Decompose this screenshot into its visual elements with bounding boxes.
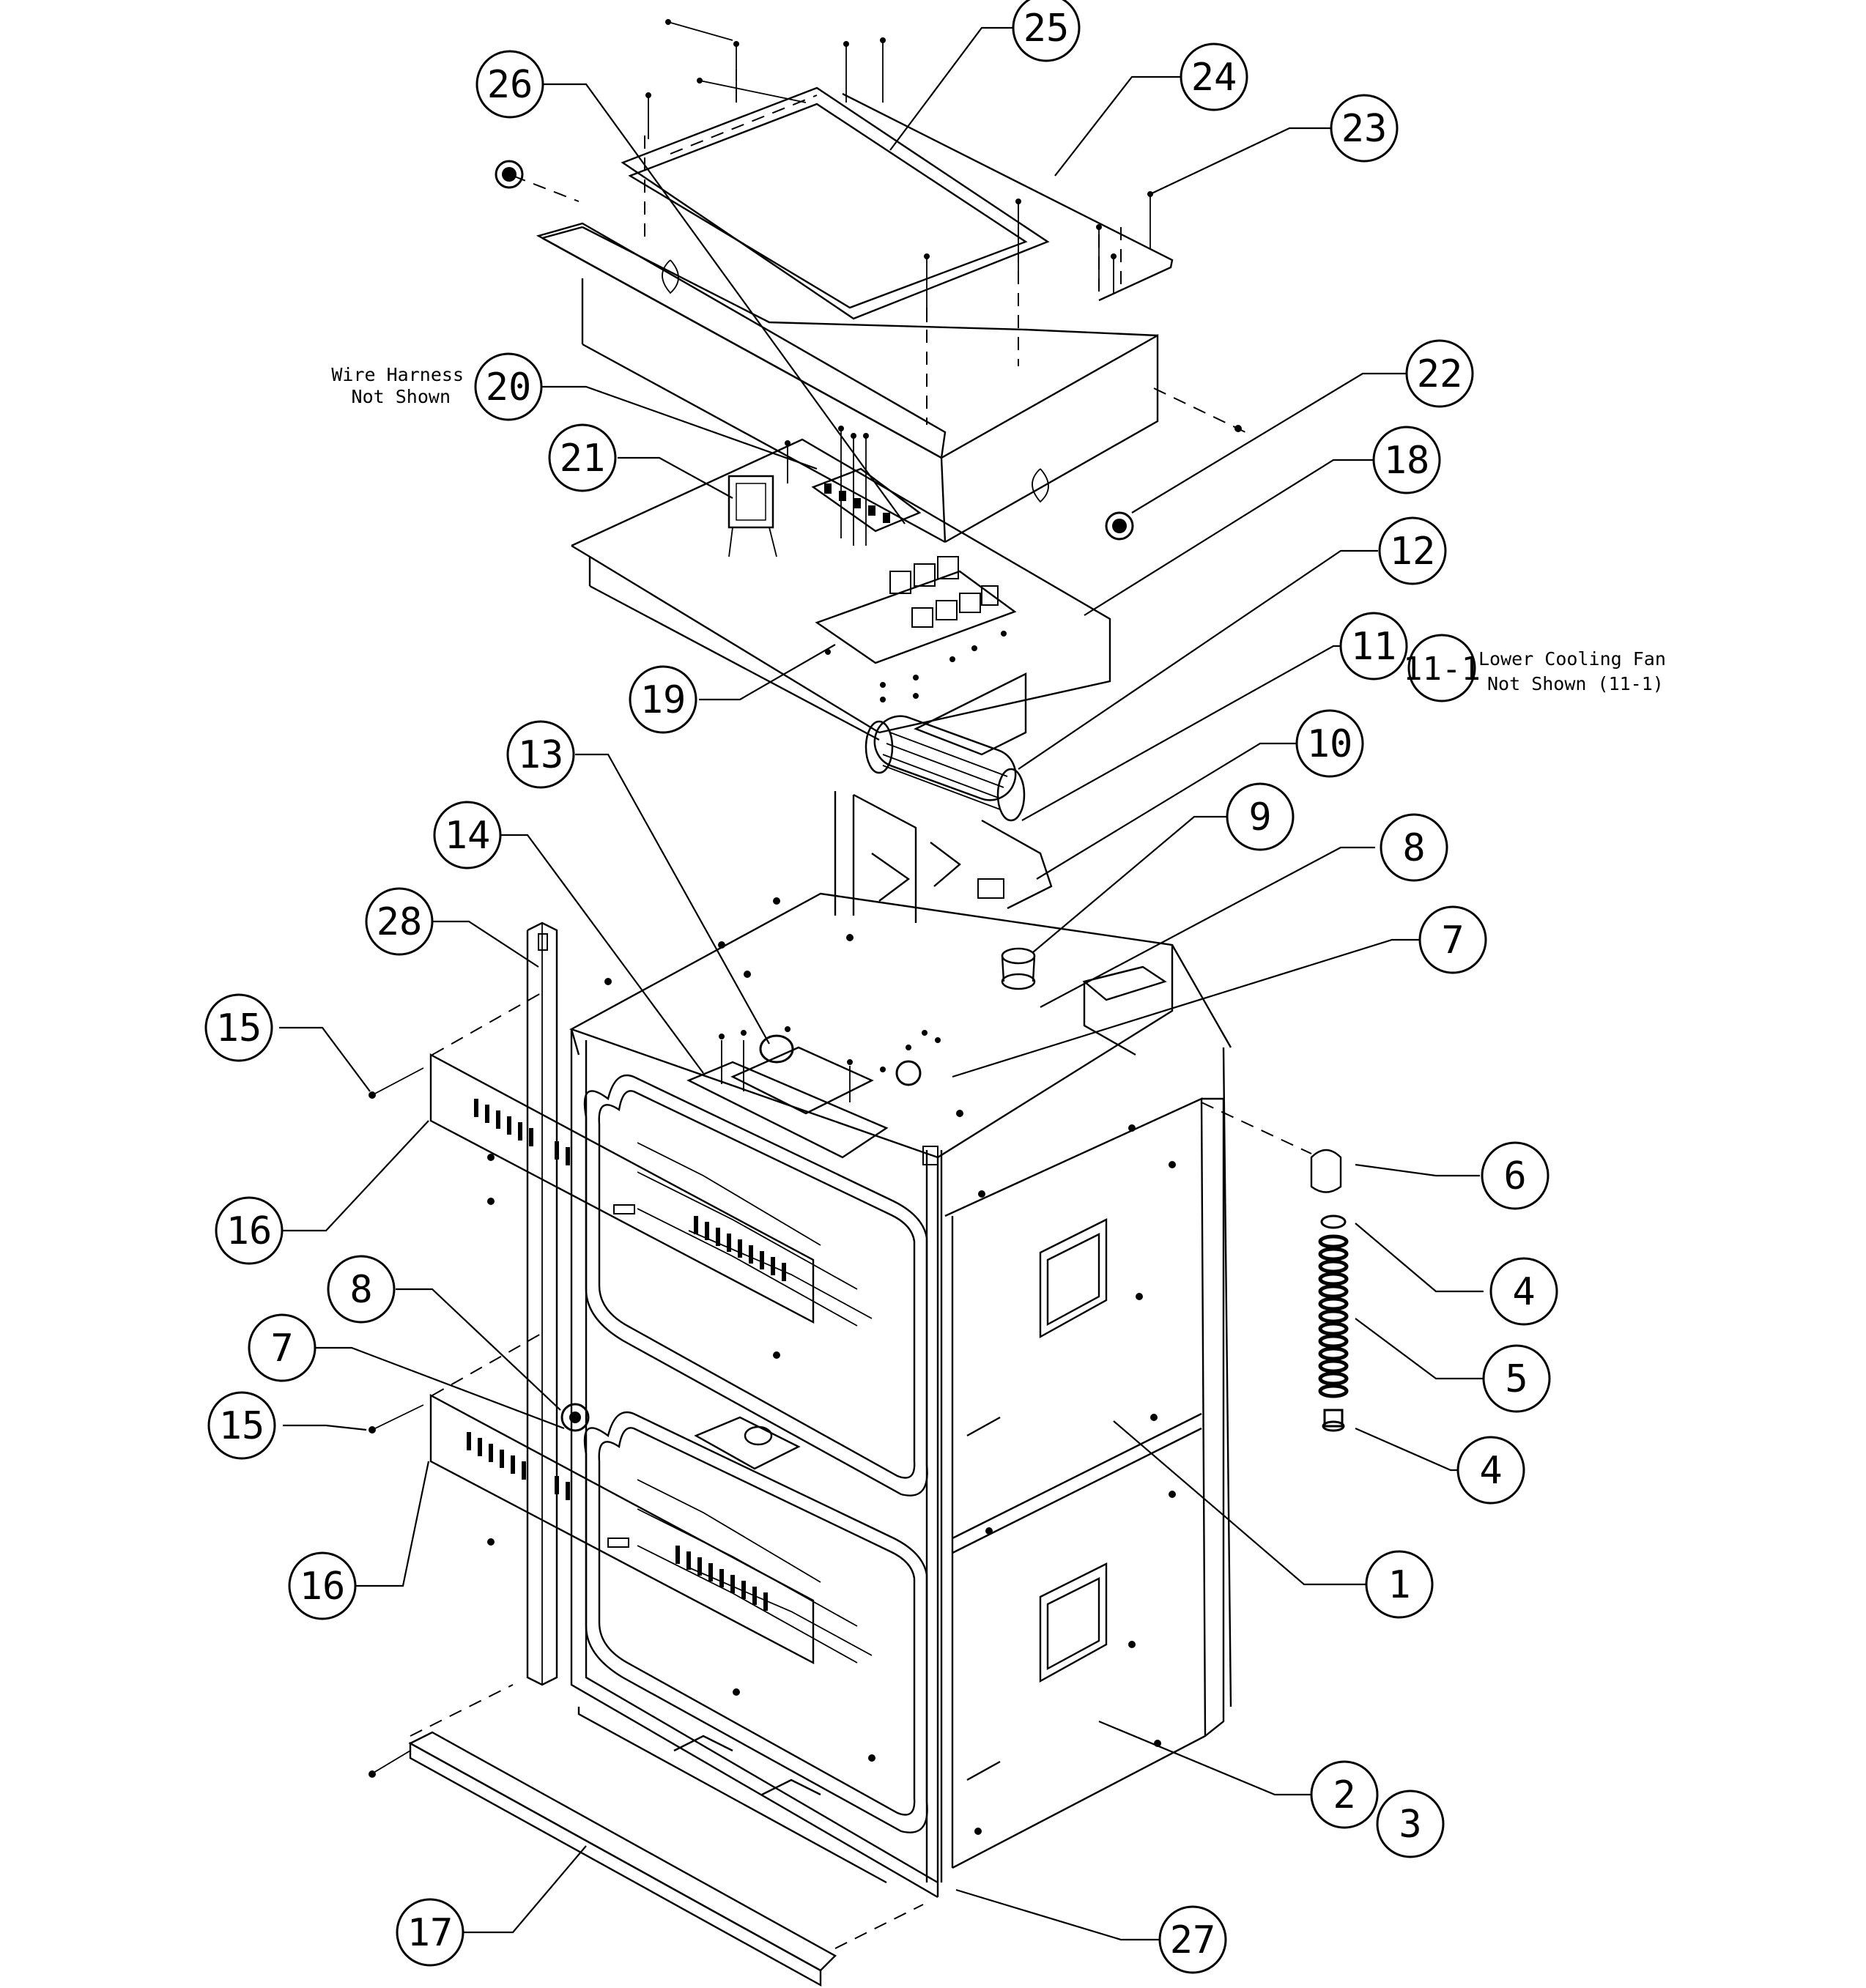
svg-text:8: 8 xyxy=(1402,826,1425,870)
callout-16-upper: 16 xyxy=(215,1196,284,1265)
svg-text:15: 15 xyxy=(219,1404,265,1448)
svg-text:11: 11 xyxy=(1351,625,1397,669)
svg-text:23: 23 xyxy=(1341,107,1388,151)
svg-text:24: 24 xyxy=(1191,56,1237,100)
leader-lines xyxy=(279,26,1491,1941)
svg-text:4: 4 xyxy=(1512,1270,1535,1314)
callout-23: 23 xyxy=(1330,94,1399,163)
svg-text:8: 8 xyxy=(349,1268,372,1312)
callout-5: 5 xyxy=(1482,1344,1551,1413)
svg-text:4: 4 xyxy=(1479,1449,1502,1493)
svg-text:16: 16 xyxy=(226,1209,273,1253)
svg-text:2: 2 xyxy=(1333,1773,1355,1817)
callout-17: 17 xyxy=(396,1898,464,1967)
svg-text:27: 27 xyxy=(1170,1918,1216,1962)
control-tray-assembly xyxy=(571,426,1111,741)
callout-8-lower: 8 xyxy=(327,1255,396,1324)
svg-text:10: 10 xyxy=(1307,722,1353,766)
svg-text:12: 12 xyxy=(1390,530,1436,574)
relay-blocks xyxy=(889,556,999,628)
callout-27: 27 xyxy=(1158,1905,1227,1974)
callout-2: 2 xyxy=(1310,1760,1379,1829)
svg-text:25: 25 xyxy=(1023,7,1070,51)
callout-22: 22 xyxy=(1405,339,1474,408)
svg-text:28: 28 xyxy=(377,900,423,944)
svg-text:14: 14 xyxy=(445,814,491,858)
callout-25: 25 xyxy=(1012,0,1081,62)
callout-10: 10 xyxy=(1295,709,1364,778)
svg-text:17: 17 xyxy=(407,1911,453,1955)
svg-text:Wire Harness: Wire Harness xyxy=(331,364,464,385)
sensor-assembly xyxy=(686,1026,941,1159)
svg-text:5: 5 xyxy=(1505,1357,1528,1401)
callout-3: 3 xyxy=(1376,1789,1445,1858)
callout-9: 9 xyxy=(1226,782,1295,851)
callout-26: 26 xyxy=(475,50,544,119)
vent-slots-upper-left xyxy=(474,1099,570,1165)
callout-1: 1 xyxy=(1365,1550,1434,1619)
svg-text:3: 3 xyxy=(1399,1803,1421,1847)
svg-text:11-1: 11-1 xyxy=(1403,650,1481,688)
callout-4-lower: 4 xyxy=(1456,1436,1525,1505)
callout-8-upper: 8 xyxy=(1380,813,1448,882)
spring-coil xyxy=(1318,1234,1349,1398)
callout-15-upper: 15 xyxy=(204,993,273,1062)
callout-6: 6 xyxy=(1481,1141,1550,1210)
svg-text:9: 9 xyxy=(1248,795,1271,839)
callout-11-1: 11-1 xyxy=(1403,634,1481,702)
vent-panel-lower xyxy=(429,1332,815,1664)
callout-7-upper: 7 xyxy=(1418,905,1487,974)
callout-19: 19 xyxy=(629,665,697,734)
callout-24: 24 xyxy=(1180,42,1248,111)
svg-text:7: 7 xyxy=(1441,919,1464,963)
svg-text:13: 13 xyxy=(518,733,564,777)
svg-text:18: 18 xyxy=(1384,439,1430,483)
callout-18: 18 xyxy=(1372,426,1441,494)
blower-fins xyxy=(882,732,1008,810)
callout-21: 21 xyxy=(548,423,617,492)
callout-15-lower: 15 xyxy=(207,1391,276,1460)
svg-text:19: 19 xyxy=(640,678,686,722)
side-trim xyxy=(526,921,943,1883)
svg-text:Not Shown (11-1): Not Shown (11-1) xyxy=(1487,673,1664,694)
svg-text:7: 7 xyxy=(270,1327,293,1371)
svg-text:22: 22 xyxy=(1417,352,1463,396)
callout-11: 11 xyxy=(1339,612,1408,680)
lower-racks xyxy=(637,1479,873,1664)
note-lower-cooling-fan: Lower Cooling Fan Not Shown (11-1) xyxy=(1478,648,1666,694)
drain-assembly xyxy=(1201,1102,1349,1432)
vent-panel-upper xyxy=(429,992,815,1324)
svg-text:Lower Cooling Fan: Lower Cooling Fan xyxy=(1478,648,1666,670)
bottom-trim xyxy=(369,1684,924,1987)
callout-28: 28 xyxy=(365,887,434,956)
callout-12: 12 xyxy=(1378,516,1447,585)
svg-text:20: 20 xyxy=(486,366,532,409)
vent-slots-lower-right xyxy=(675,1546,768,1611)
note-wire-harness: Wire Harness Not Shown xyxy=(331,364,464,407)
body-screw-dots xyxy=(487,897,1176,1835)
callout-7-lower: 7 xyxy=(248,1313,316,1382)
svg-text:1: 1 xyxy=(1388,1563,1410,1607)
svg-text:21: 21 xyxy=(560,437,606,481)
terminal-screws xyxy=(824,483,890,523)
svg-text:15: 15 xyxy=(216,1006,262,1050)
top-cover-assembly xyxy=(495,19,1246,544)
callout-20: 20 xyxy=(474,352,543,421)
svg-text:Not Shown: Not Shown xyxy=(352,386,451,407)
upper-racks xyxy=(637,1142,873,1327)
callout-4-upper: 4 xyxy=(1489,1257,1558,1326)
callout-16-lower: 16 xyxy=(288,1551,357,1620)
svg-text:16: 16 xyxy=(300,1565,346,1609)
blower-assembly xyxy=(834,672,1053,990)
lower-sensor-parts xyxy=(560,1403,801,1470)
vent-slots-lower-left xyxy=(467,1432,570,1500)
callout-14: 14 xyxy=(433,801,502,869)
svg-text:6: 6 xyxy=(1503,1154,1526,1198)
oven-body xyxy=(487,892,1232,1899)
callout-13: 13 xyxy=(506,720,575,789)
svg-text:26: 26 xyxy=(487,63,533,107)
vent-slots-upper-right xyxy=(694,1216,786,1281)
